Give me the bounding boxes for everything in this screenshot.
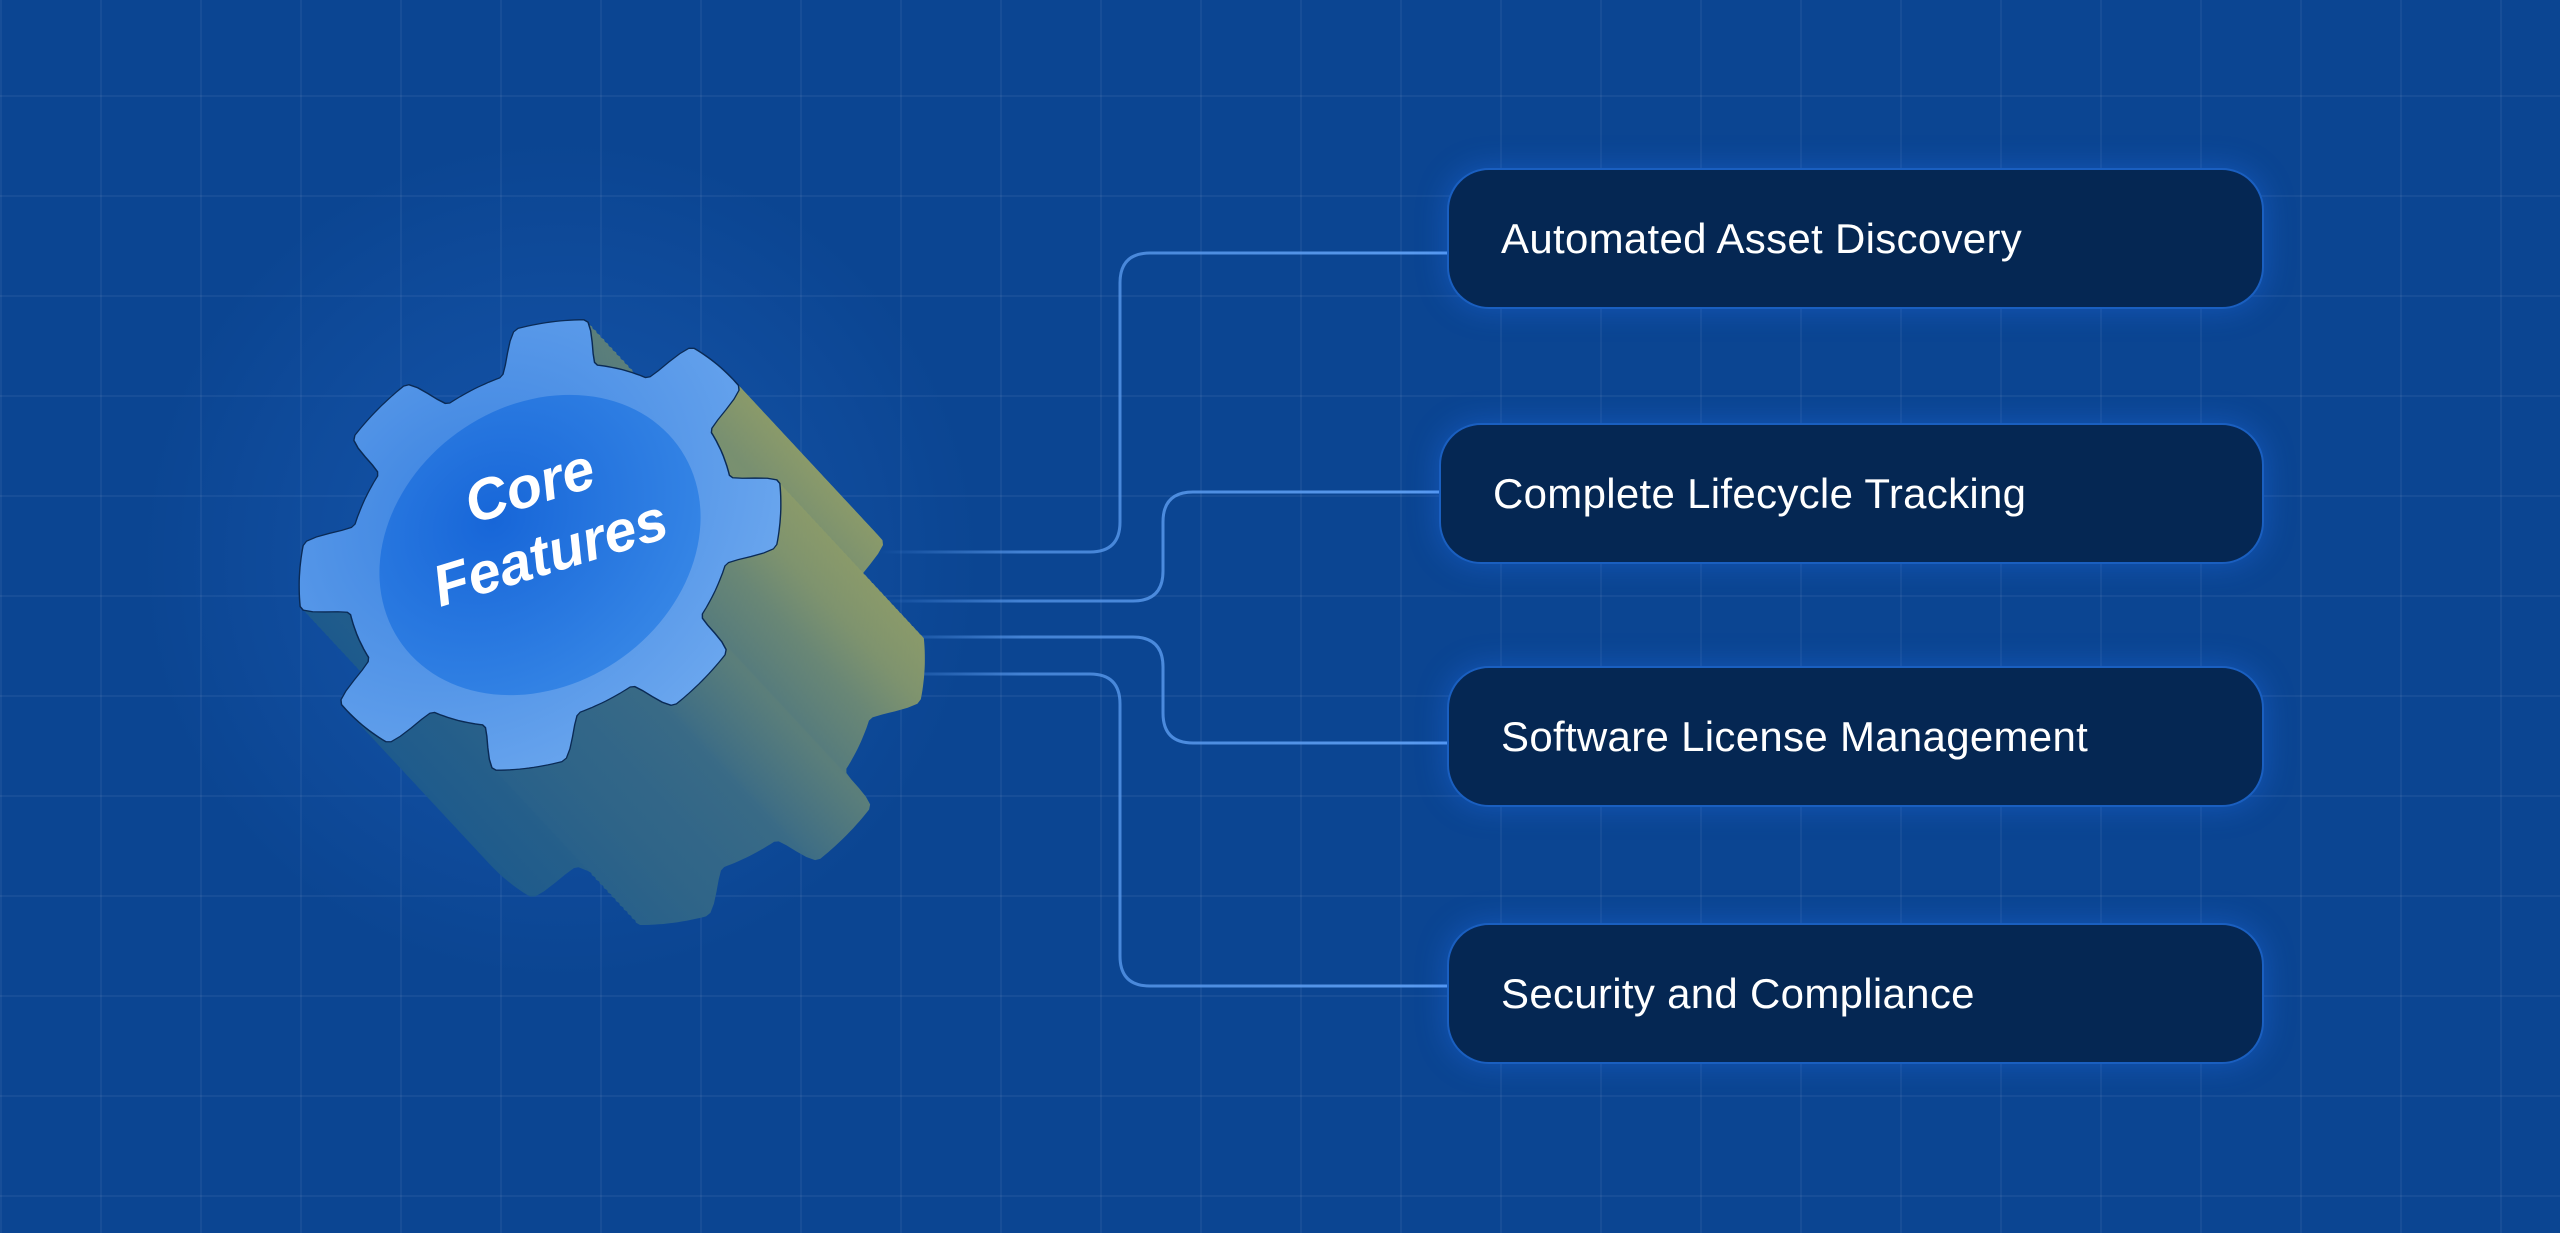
feature-card-security-and-compliance[interactable]: Security and Compliance: [1447, 923, 2264, 1064]
connector-line-1: [880, 251, 1447, 554]
feature-label: Complete Lifecycle Tracking: [1493, 469, 2027, 517]
gear-center-face: [379, 394, 701, 696]
feature-label: Automated Asset Discovery: [1501, 214, 2023, 262]
feature-card-software-license-management[interactable]: Software License Management: [1447, 666, 2264, 807]
feature-label: Software License Management: [1501, 712, 2089, 760]
gear-icon: [298, 319, 925, 926]
connector-line-3: [880, 635, 1447, 745]
connector-line-2: [880, 490, 1439, 603]
connectors: [880, 251, 1447, 988]
connector-line-4: [880, 672, 1447, 988]
feature-label: Security and Compliance: [1501, 969, 1975, 1017]
feature-card-complete-lifecycle-tracking[interactable]: Complete Lifecycle Tracking: [1439, 423, 2264, 564]
feature-card-automated-asset-discovery[interactable]: Automated Asset Discovery: [1447, 168, 2264, 309]
